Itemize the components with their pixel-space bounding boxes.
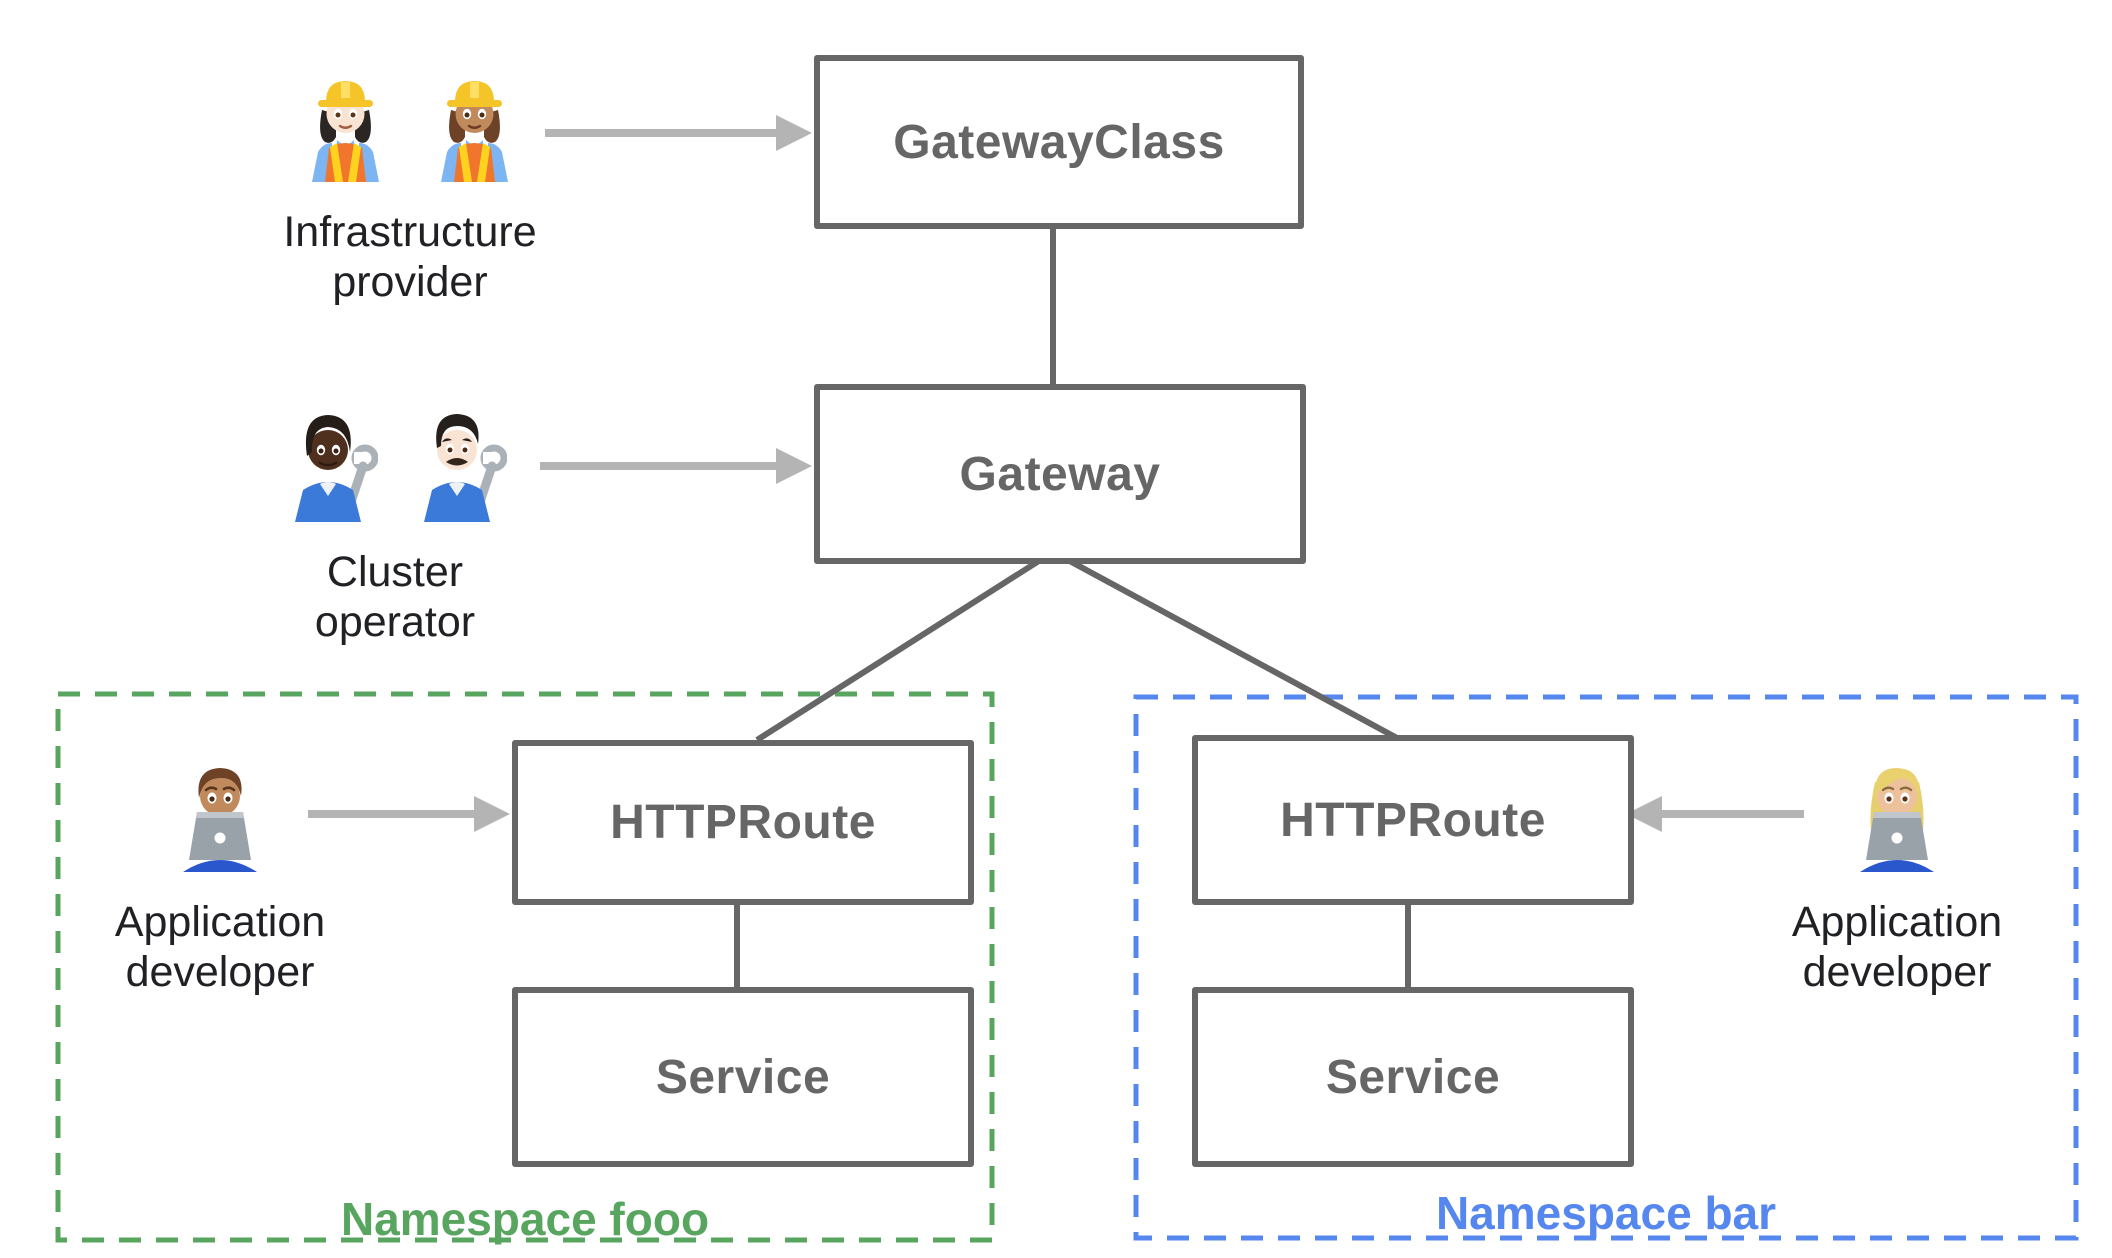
infrastructure-provider-arrow [545, 115, 812, 151]
cluster-operator-persona: Cluster operator [180, 400, 610, 648]
application-developer-bar-arrow [1626, 796, 1804, 832]
woman-construction-worker-light-skin-emoji [312, 81, 379, 182]
edge-gateway-httproute-bar [1051, 549, 1399, 741]
gatewayclass-box: GatewayClass [814, 55, 1304, 229]
service-foo-box: Service [512, 987, 974, 1167]
woman-construction-worker-medium-skin-emoji [441, 81, 508, 182]
infrastructure-provider-icons [298, 62, 522, 184]
infrastructure-provider-persona: Infrastructure provider [195, 62, 625, 308]
infrastructure-provider-label: Infrastructure provider [283, 208, 537, 306]
edge-gateway-httproute-foo [755, 549, 1055, 743]
namespace-foo-label: Namespace fooo [340, 1193, 710, 1245]
application-developer-foo-arrow [308, 796, 510, 832]
httproute-bar-box: HTTPRoute [1192, 735, 1634, 905]
httproute-foo-box: HTTPRoute [512, 740, 974, 905]
woman-technologist-medium-light-skin-emoji [1860, 768, 1934, 872]
mechanic-dark-skin-emoji [295, 415, 378, 522]
application-developer-foo-persona: Application developer [55, 756, 385, 998]
gateway-box: Gateway [814, 384, 1306, 564]
cluster-operator-icons [283, 400, 507, 524]
cluster-operator-arrow [540, 448, 812, 484]
cluster-operator-label: Cluster operator [314, 548, 476, 646]
man-mechanic-light-skin-emoji [424, 414, 507, 522]
service-bar-box: Service [1192, 987, 1634, 1167]
application-developer-bar-persona: Application developer [1732, 756, 2062, 998]
application-developer-foo-label: Application developer [114, 898, 326, 996]
application-developer-foo-icons [167, 756, 273, 874]
application-developer-bar-icons [1844, 756, 1950, 874]
namespace-bar-label: Namespace bar [1435, 1187, 1777, 1239]
application-developer-bar-label: Application developer [1791, 898, 2003, 996]
man-technologist-medium-skin-emoji [183, 768, 257, 872]
